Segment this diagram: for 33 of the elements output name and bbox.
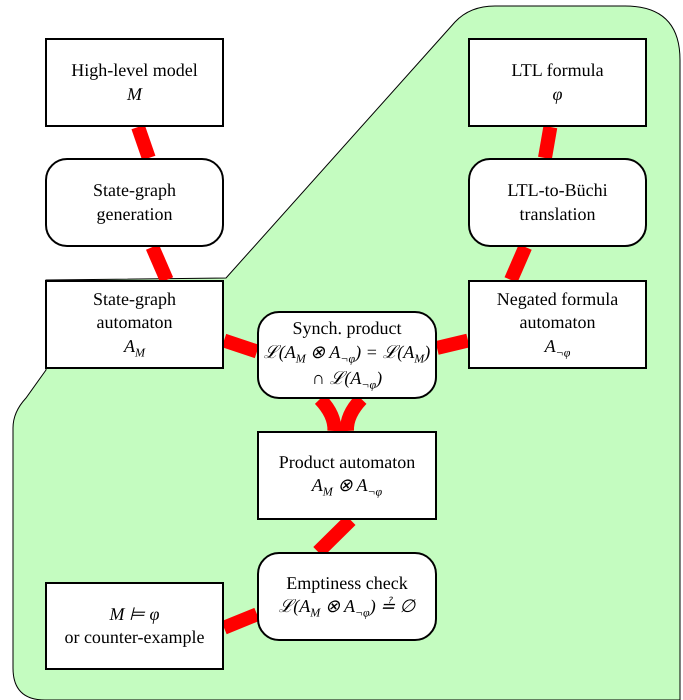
process-box (45, 280, 224, 369)
formula-text: φ (552, 82, 562, 106)
formula-text: ℒ(A$_{M}$ ⊗ A$_{¬φ}$) ≟ ∅ (278, 595, 416, 622)
node-label: LTL formula (511, 59, 604, 82)
connector-line (435, 334, 470, 355)
connector-line (131, 124, 156, 160)
process-box (45, 158, 224, 247)
process-box (45, 38, 224, 127)
process-box (257, 431, 437, 520)
connector-line (146, 244, 174, 283)
node-label: LTL-to-Büchi translation (506, 179, 609, 226)
node-label: High-level model (71, 59, 198, 82)
process-box (257, 552, 437, 641)
result-box (45, 582, 224, 670)
node-label: Product automaton (278, 450, 416, 474)
node-label: State-graph generation (92, 179, 177, 226)
process-box (468, 38, 647, 127)
node-label: Synch. product (292, 317, 402, 340)
formula-text: M (127, 82, 142, 106)
formula-text: M ⊨ φ (110, 602, 160, 626)
process-box (257, 311, 437, 399)
formula-text: A$_{¬φ}$ (544, 334, 570, 361)
formula-text: ℒ(A$_{M}$ ⊗ A$_{¬φ}$) = ℒ(A$_{M}$) ∩ ℒ(A$_{¬φ}$) (262, 340, 432, 393)
node-label: Negated formula automaton (496, 288, 620, 334)
node-label: State-graph automaton (92, 288, 177, 334)
node-label: Emptiness check (286, 572, 408, 595)
node-label: or counter-example (63, 626, 206, 649)
formula-text: A$_{M}$ ⊗ A$_{¬φ}$ (312, 474, 382, 500)
connector-line (538, 126, 558, 160)
process-box (468, 280, 647, 369)
formula-text: A$_{M}$ (124, 334, 145, 361)
connector-line (504, 244, 532, 283)
process-box (468, 158, 647, 247)
